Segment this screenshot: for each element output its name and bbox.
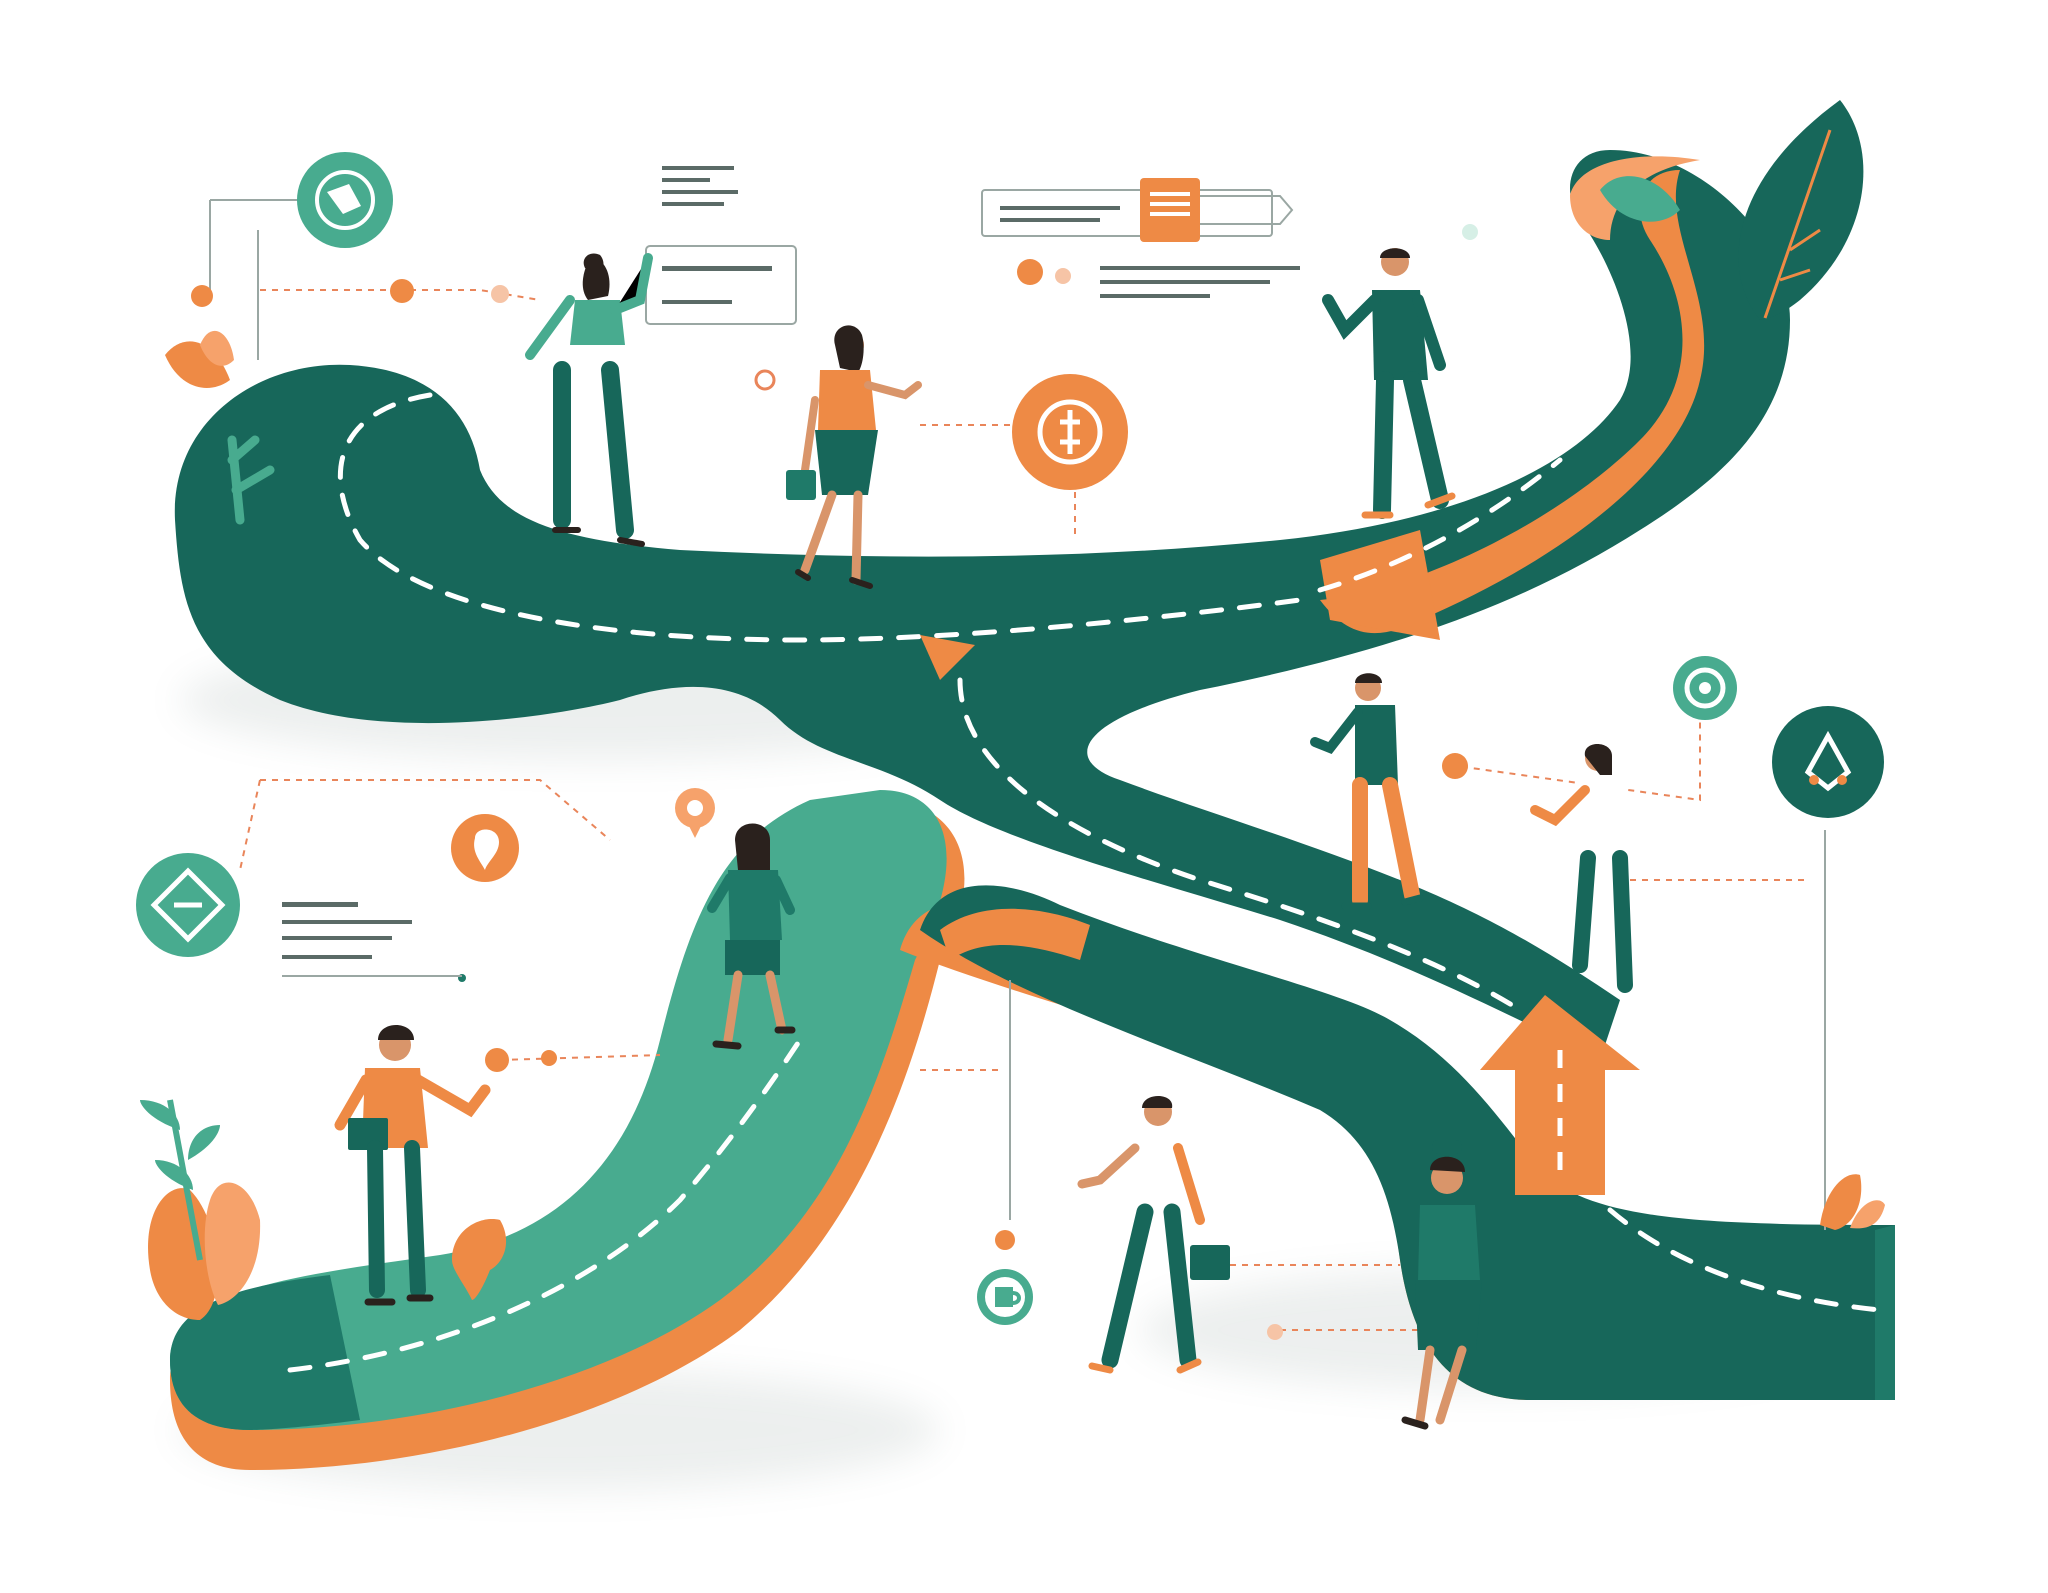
compass-icon	[1772, 706, 1884, 818]
text-block-top-middle	[981, 178, 1294, 242]
text-block-top-left	[645, 166, 797, 325]
road-right	[920, 885, 1895, 1400]
plant-top-left	[165, 330, 275, 525]
diamond-icon	[136, 853, 240, 957]
road-crossing-underside	[940, 908, 1090, 960]
text-block-left-middle	[282, 902, 462, 977]
person-woman-top-left	[525, 253, 653, 547]
person-man-laptop	[334, 1025, 491, 1306]
location-pin-icon	[451, 814, 519, 882]
coin-icon	[1012, 374, 1128, 490]
target-icon	[1673, 656, 1737, 720]
person-woman-bottom-right	[1401, 1140, 1482, 1430]
person-man-top-right	[1322, 248, 1456, 519]
mug-icon	[977, 1269, 1033, 1325]
connector-dots	[191, 224, 1478, 1340]
person-woman-lower-left	[707, 823, 796, 1050]
text-block-top-right	[1100, 266, 1300, 298]
globe-icon	[297, 152, 393, 248]
road-network	[170, 150, 1895, 1470]
connector-lines	[239, 289, 1810, 1331]
connector-lines-grey	[209, 199, 1826, 1230]
road-main-top	[174, 150, 1790, 1060]
person-man-briefcase	[1077, 1096, 1230, 1374]
map-pin-icon	[675, 788, 715, 838]
orange-fruit	[452, 1219, 507, 1300]
leaf-top-right	[1600, 100, 1864, 320]
road-right-side	[1875, 1225, 1895, 1400]
plant-bottom-right	[1820, 1174, 1885, 1230]
road-lower-left-dark-end	[170, 1275, 360, 1430]
direction-chevron	[920, 635, 975, 680]
person-woman-orange-top	[786, 325, 922, 589]
plant-bottom-left	[140, 1099, 261, 1320]
road-dashes	[287, 392, 1883, 1373]
road-curl-end	[1570, 156, 1700, 240]
person-man-middle	[1310, 673, 1424, 910]
person-woman-right	[1530, 744, 1633, 993]
